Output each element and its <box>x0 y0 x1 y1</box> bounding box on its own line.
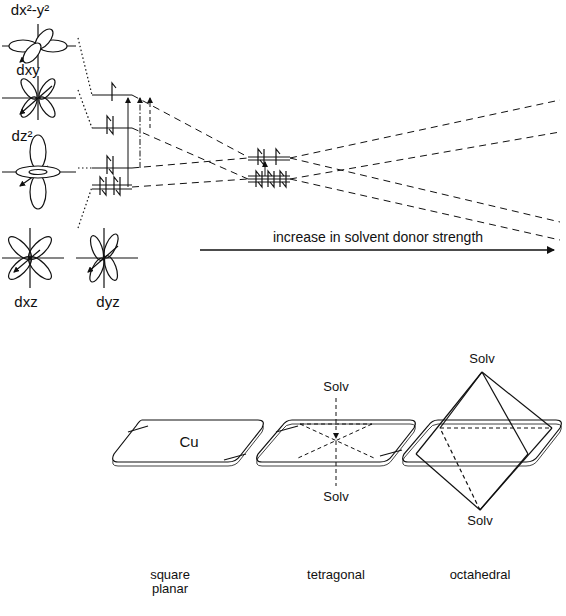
tetragonal-geometry <box>257 398 416 486</box>
ligand-label: Solv <box>323 380 348 394</box>
orbital-label: dx²-y² <box>11 2 49 19</box>
leader-lines <box>78 38 92 228</box>
orbital-dxz <box>2 228 64 288</box>
orbital-label: dxy <box>16 62 39 79</box>
energy-levels <box>92 95 290 189</box>
ligand-label: Solv <box>469 352 494 366</box>
orbital-label: dxz <box>14 294 37 311</box>
axis-caption: increase in solvent donor strength <box>273 230 483 245</box>
geometry-label: square planar <box>140 568 200 597</box>
trend-arrow <box>200 249 554 250</box>
orbital-label: dz² <box>12 128 33 145</box>
geometry-label: octahedral <box>450 568 511 582</box>
electron-arrows <box>100 83 286 195</box>
ligand-label: Solv <box>467 514 492 528</box>
orbital-label: dyz <box>96 294 119 311</box>
geometry-label: tetragonal <box>307 568 365 582</box>
metal-label: Cu <box>179 433 198 450</box>
ligand-label: Solv <box>323 490 348 504</box>
orbital-dxy <box>2 76 76 120</box>
transition-arrows <box>128 98 265 187</box>
orbital-dyz <box>76 228 138 288</box>
orbital-dz2 <box>2 135 76 209</box>
square-planar-tile: Cu <box>108 418 270 468</box>
correlation-lines <box>132 95 560 240</box>
octahedral-geometry <box>403 372 562 510</box>
